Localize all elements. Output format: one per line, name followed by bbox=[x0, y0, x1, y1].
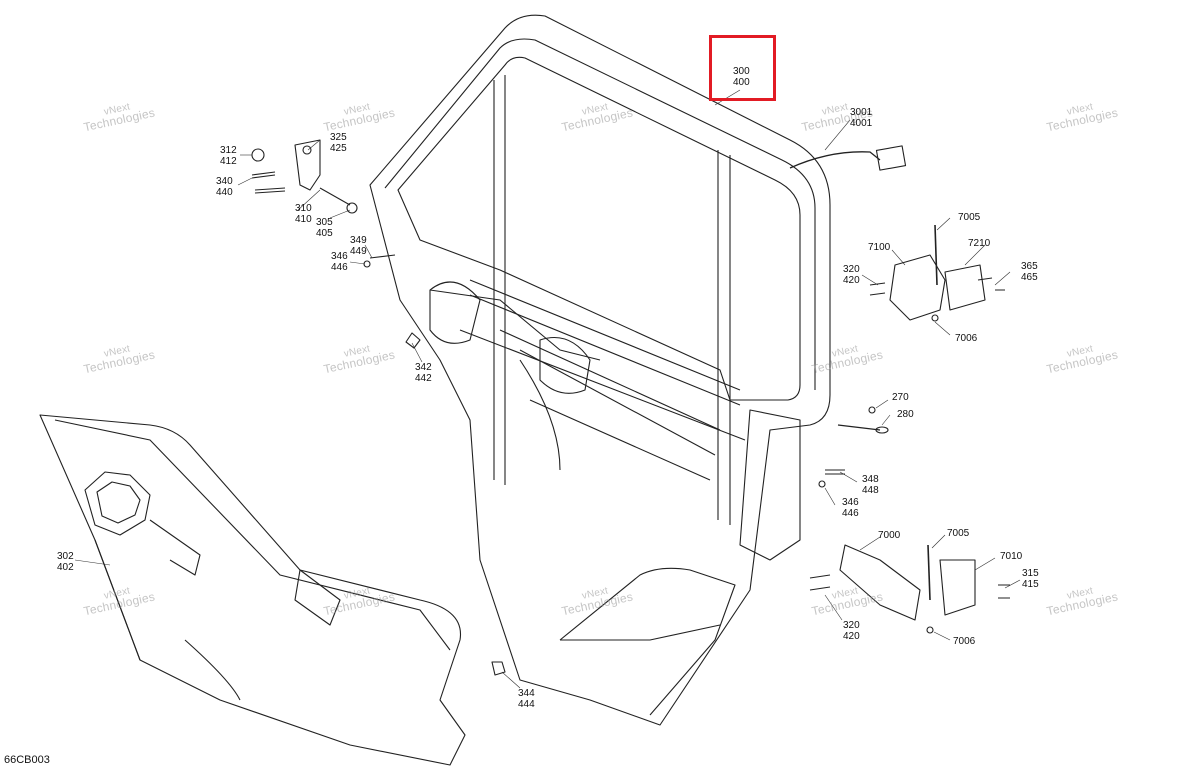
callout-7006-upper[interactable]: 7006 bbox=[955, 333, 978, 344]
door-frame-outer bbox=[369, 14, 831, 726]
leader-lines bbox=[74, 89, 1021, 689]
harness-connector bbox=[875, 145, 907, 171]
window-post-left bbox=[493, 75, 506, 485]
door-lower-panel bbox=[559, 567, 736, 716]
callout-280[interactable]: 280 bbox=[897, 409, 914, 420]
hinge-assembly-lower bbox=[839, 544, 921, 621]
door-trim-panel bbox=[39, 414, 466, 766]
door-window-opening bbox=[397, 56, 801, 401]
callout-7100[interactable]: 7100 bbox=[868, 242, 891, 253]
wiring-harness bbox=[789, 151, 881, 169]
latch-mechanism bbox=[429, 281, 591, 394]
callout-270[interactable]: 270 bbox=[892, 392, 909, 403]
door-cable bbox=[837, 424, 881, 431]
upper-hinge-bracket bbox=[294, 139, 321, 191]
callout-7210[interactable]: 7210 bbox=[968, 238, 991, 249]
window-post-right bbox=[717, 150, 731, 525]
door-hinge-plate bbox=[739, 409, 801, 561]
callout-7005-upper[interactable]: 7005 bbox=[958, 212, 981, 223]
callout-7006-lower[interactable]: 7006 bbox=[953, 636, 976, 647]
door-handle-pocket bbox=[84, 471, 151, 536]
callout-highlight-box bbox=[709, 35, 776, 101]
diagram-code-label: 66CB003 bbox=[4, 754, 50, 766]
hinge-assembly-upper bbox=[889, 254, 946, 321]
callout-7000[interactable]: 7000 bbox=[878, 530, 901, 541]
callout-7010[interactable]: 7010 bbox=[1000, 551, 1023, 562]
cross-member bbox=[459, 279, 746, 441]
callout-7005-lower[interactable]: 7005 bbox=[947, 528, 970, 539]
